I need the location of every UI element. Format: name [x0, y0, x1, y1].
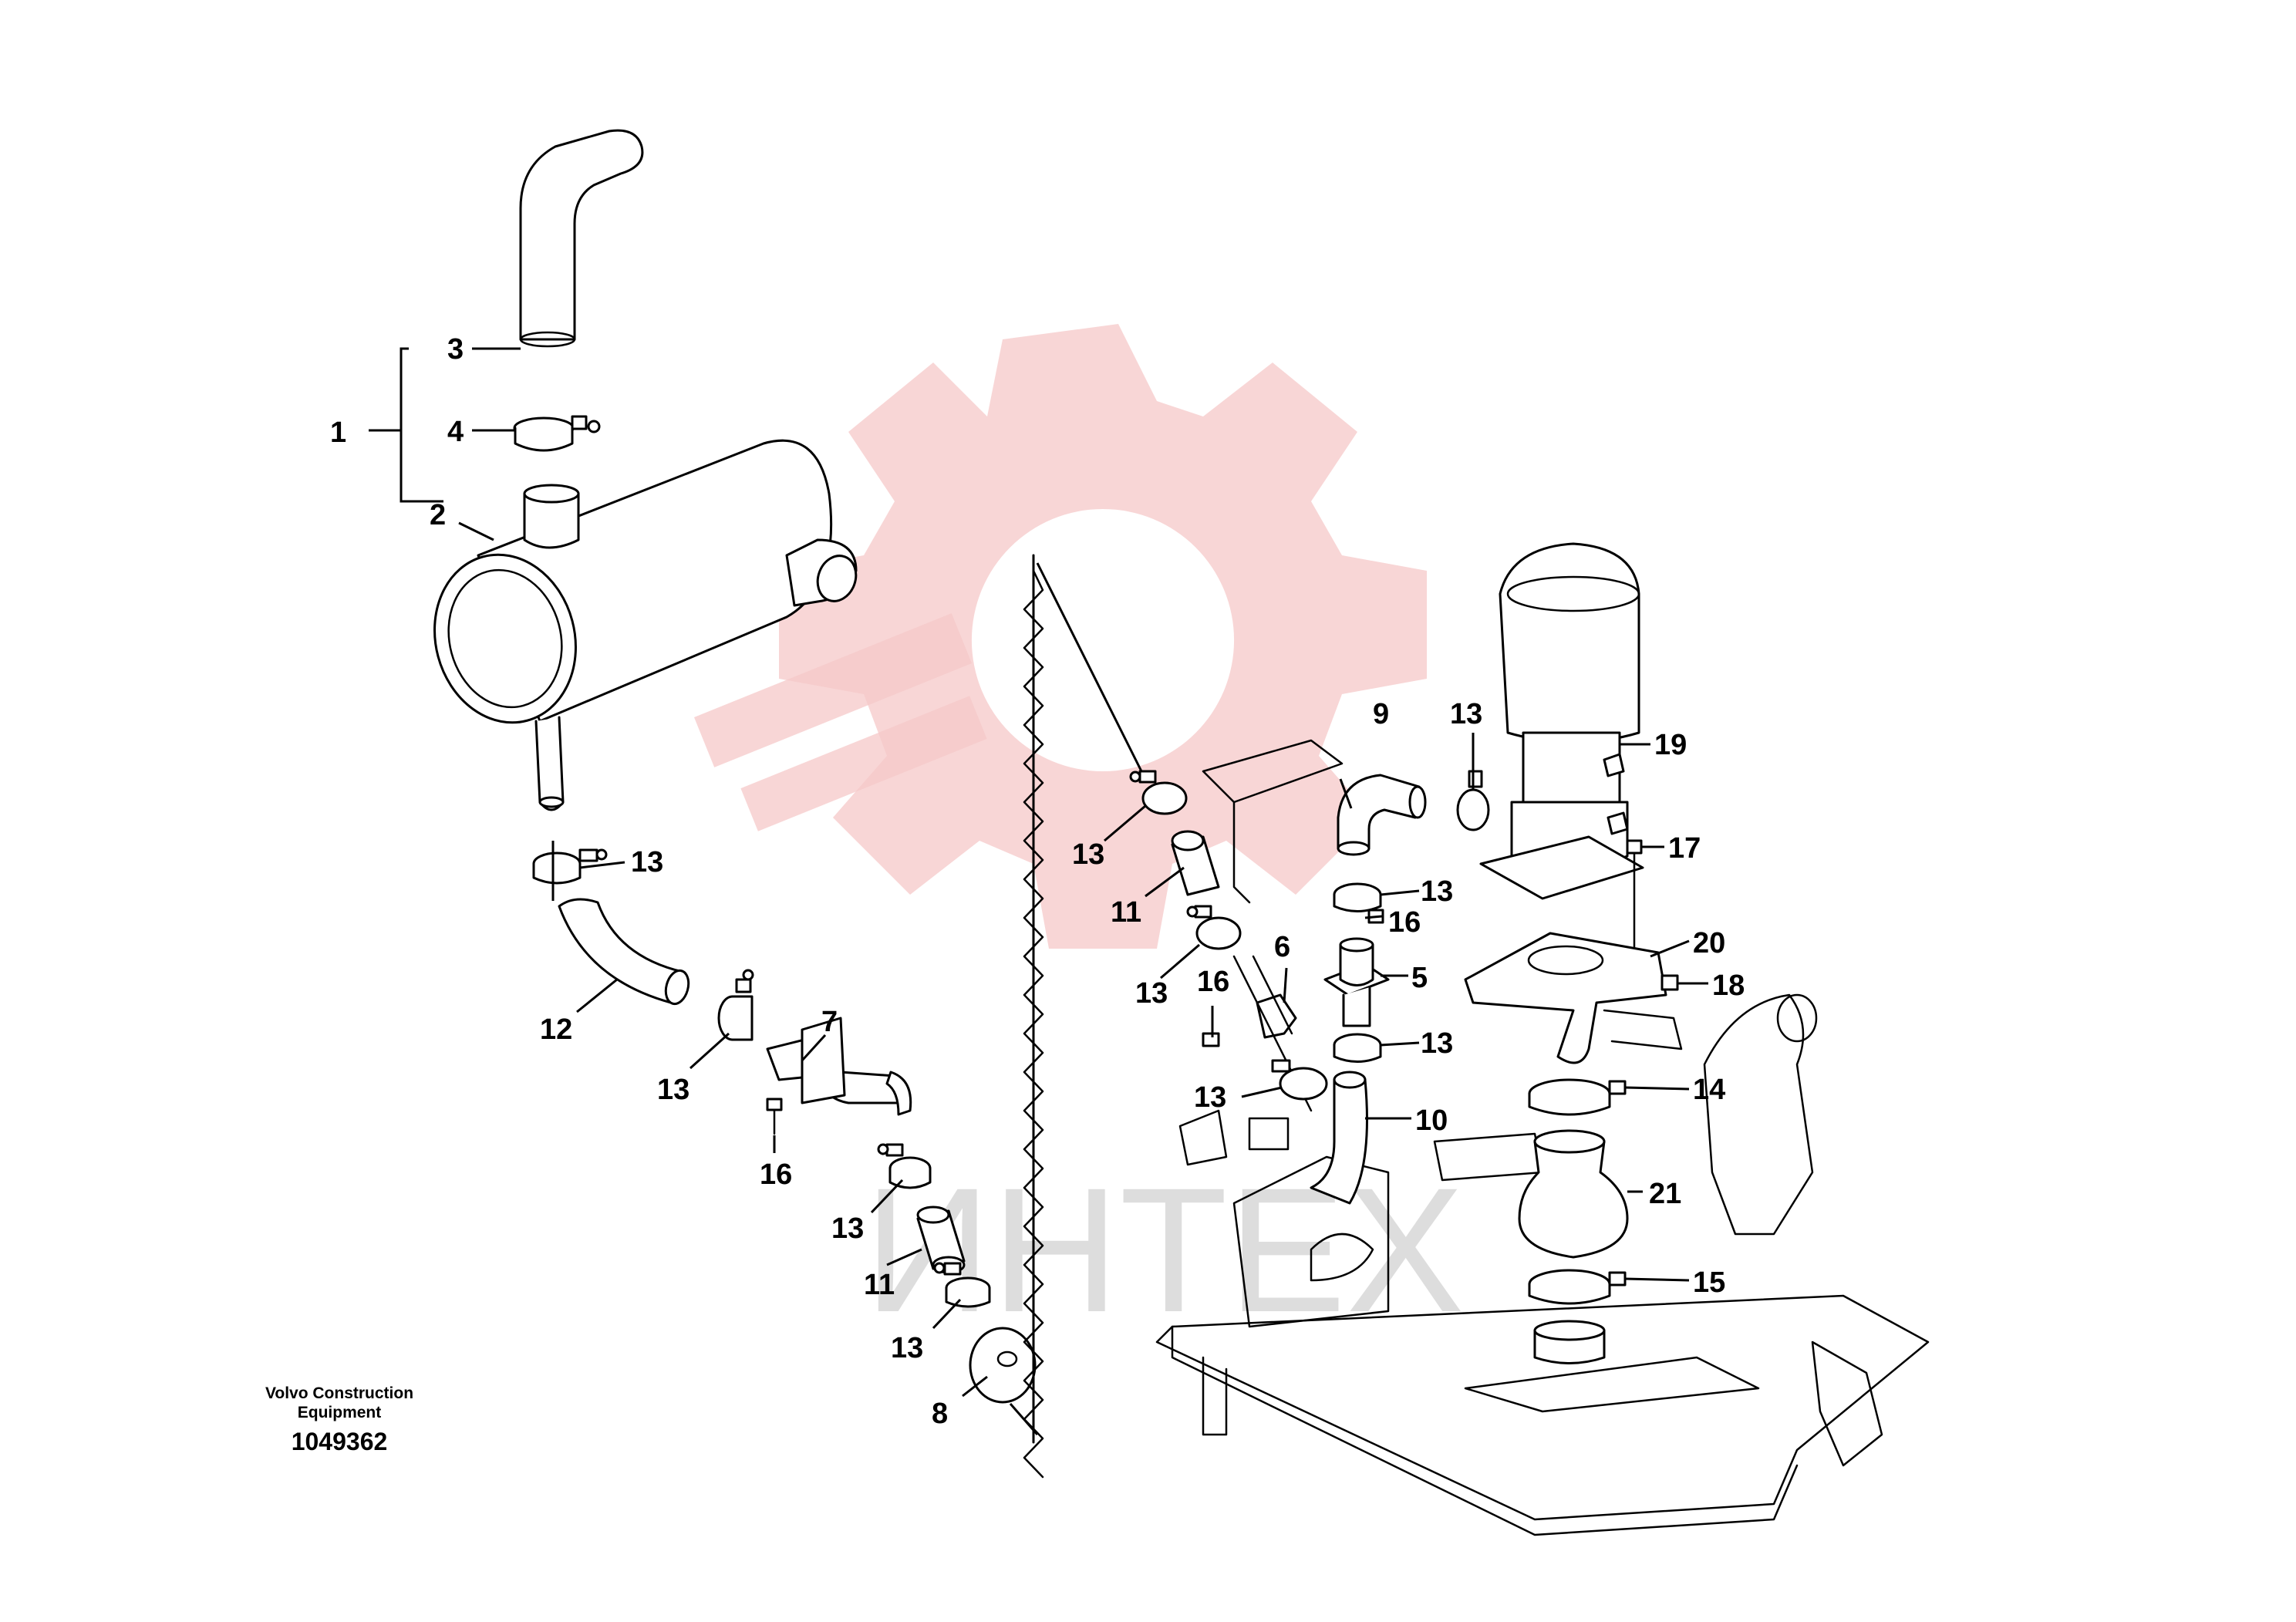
figure-id: 1049362 — [292, 1428, 388, 1455]
hose-clamp-lower-1 — [877, 1143, 932, 1189]
callout-16-c: 16 — [1388, 906, 1421, 939]
callout-13-g: 13 — [1194, 1081, 1226, 1114]
hose-sleeve-r1 — [1171, 830, 1220, 896]
callout-4: 4 — [447, 416, 464, 448]
callout-10: 10 — [1415, 1104, 1448, 1137]
hose-clamp-r6 — [1333, 1033, 1382, 1063]
air-cleaner — [1479, 542, 1644, 900]
hose-clamp-r1 — [1129, 770, 1188, 815]
engine-frame — [1155, 739, 1930, 1536]
callout-15: 15 — [1693, 1266, 1725, 1299]
callout-5: 5 — [1411, 962, 1428, 994]
hose-clamp-upper — [532, 848, 608, 885]
bolt-left — [766, 1098, 783, 1135]
callout-18: 18 — [1712, 969, 1745, 1002]
hose-clamp-r5 — [1333, 882, 1382, 912]
clamp-14 — [1528, 1078, 1627, 1116]
bracket-6 — [1232, 955, 1313, 1112]
break-line — [1023, 554, 1044, 1479]
muffler-tail-pipe — [534, 716, 565, 811]
stack-pipe — [519, 129, 644, 348]
callout-13-h: 13 — [1450, 698, 1482, 730]
hose-clamp-middle — [717, 969, 754, 1041]
leader-lines — [369, 347, 1708, 1398]
bent-hose-10 — [1310, 1071, 1368, 1205]
bolt-r18 — [1660, 974, 1679, 991]
callout-17: 17 — [1668, 832, 1701, 865]
publisher-line-2: Equipment — [298, 1404, 382, 1421]
callout-2: 2 — [430, 499, 446, 531]
callout-labels: 1 3 4 2 13 12 13 7 16 13 11 13 8 13 11 1… — [330, 333, 1745, 1430]
watermark-text: ИНТЕХ — [864, 1151, 1465, 1349]
end-cap — [969, 1327, 1037, 1404]
callout-21: 21 — [1649, 1178, 1681, 1210]
outlet-pipe — [1533, 1320, 1606, 1364]
callout-13-c: 13 — [831, 1212, 864, 1245]
callout-7: 7 — [821, 1006, 838, 1038]
callout-9: 9 — [1373, 698, 1389, 730]
stack-clamp — [513, 415, 601, 452]
muffler — [433, 439, 858, 724]
lead-end-cap-break — [1009, 1403, 1039, 1435]
callout-13-d: 13 — [891, 1332, 923, 1364]
callout-16-b: 16 — [1197, 966, 1229, 998]
callout-3: 3 — [447, 333, 464, 366]
callout-11-a: 11 — [864, 1269, 895, 1301]
pipe-9 — [1337, 774, 1427, 856]
callout-12: 12 — [540, 1013, 572, 1046]
callout-13-j: 13 — [1421, 1027, 1453, 1060]
callout-13-a: 13 — [631, 846, 663, 878]
callout-16-a: 16 — [760, 1158, 792, 1191]
callout-13-e: 13 — [1072, 838, 1104, 871]
callout-19: 19 — [1654, 729, 1687, 761]
callout-8: 8 — [932, 1398, 948, 1430]
publisher-line-1: Volvo Construction — [265, 1384, 413, 1402]
callout-13-b: 13 — [657, 1074, 689, 1106]
flange-pipe — [766, 1017, 912, 1116]
hose-clamp-r3 — [1271, 1059, 1328, 1101]
coupling-21 — [1518, 1129, 1629, 1259]
mounting-bracket-20 — [1464, 932, 1683, 1064]
callout-1: 1 — [330, 416, 346, 449]
hose-clamp-r2 — [1186, 905, 1242, 950]
flange-5 — [1323, 937, 1390, 1027]
hose-upper — [558, 898, 690, 1006]
callout-20: 20 — [1693, 927, 1725, 959]
bolt-r17 — [1626, 839, 1643, 962]
watermark-gear-logo — [693, 324, 1427, 949]
callout-6: 6 — [1274, 931, 1290, 963]
callout-13-f: 13 — [1135, 977, 1168, 1010]
callout-13-i: 13 — [1421, 875, 1453, 908]
callout-14: 14 — [1693, 1074, 1725, 1106]
callout-11-b: 11 — [1111, 896, 1141, 929]
lead-break-to-right — [1036, 562, 1143, 772]
bolt-r16 — [1202, 1032, 1220, 1047]
clamp-15 — [1528, 1269, 1627, 1305]
